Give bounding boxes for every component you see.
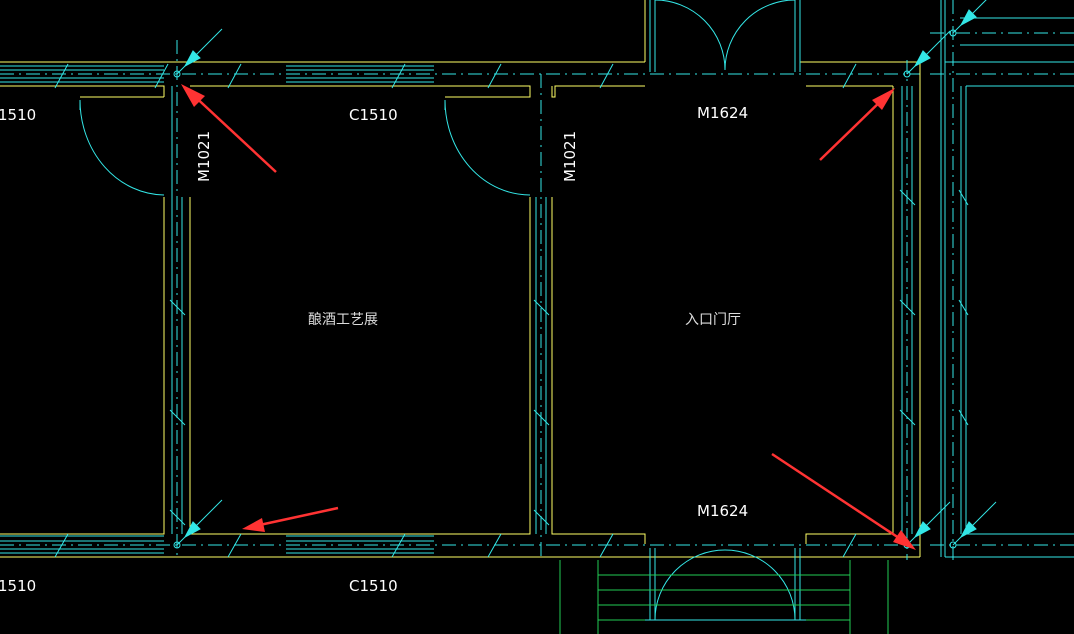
door-swings [79, 0, 806, 621]
red-arrow-icon [181, 84, 277, 173]
red-arrow-icon [819, 88, 895, 161]
door-label-middle: M1021 [561, 131, 579, 182]
bottom-wall [0, 197, 921, 558]
cyan-triangle-icon [903, 501, 951, 549]
window-label-top-left: 1510 [0, 106, 36, 124]
door-label-left: M1021 [195, 131, 213, 182]
partition-walls [169, 0, 1074, 560]
room-label-lobby: 入口门厅 [685, 312, 741, 328]
window-label-top-center: C1510 [349, 106, 398, 124]
entrance-steps [559, 560, 889, 634]
annotation-arrows [181, 84, 916, 550]
top-wall [0, 0, 920, 98]
window-label-bottom-center: C1510 [349, 577, 398, 595]
cyan-triangle-icon [949, 501, 997, 549]
column-markers [173, 0, 997, 549]
drawing-labels: 1510 C1510 1510 C1510 M1624 M1624 M1021 … [0, 104, 748, 595]
room-label-exhibition: 酿酒工艺展 [308, 312, 378, 328]
door-label-entrance-top: M1624 [697, 104, 748, 122]
red-arrow-icon [771, 452, 916, 550]
cyan-triangle-icon [903, 30, 951, 78]
cyan-triangle-icon [173, 28, 223, 78]
red-arrow-icon [242, 506, 339, 532]
cyan-triangle-icon [173, 499, 223, 549]
cyan-triangle-icon [949, 0, 987, 37]
window-label-bottom-left: 1510 [0, 577, 36, 595]
door-label-entrance-bottom: M1624 [697, 502, 748, 520]
